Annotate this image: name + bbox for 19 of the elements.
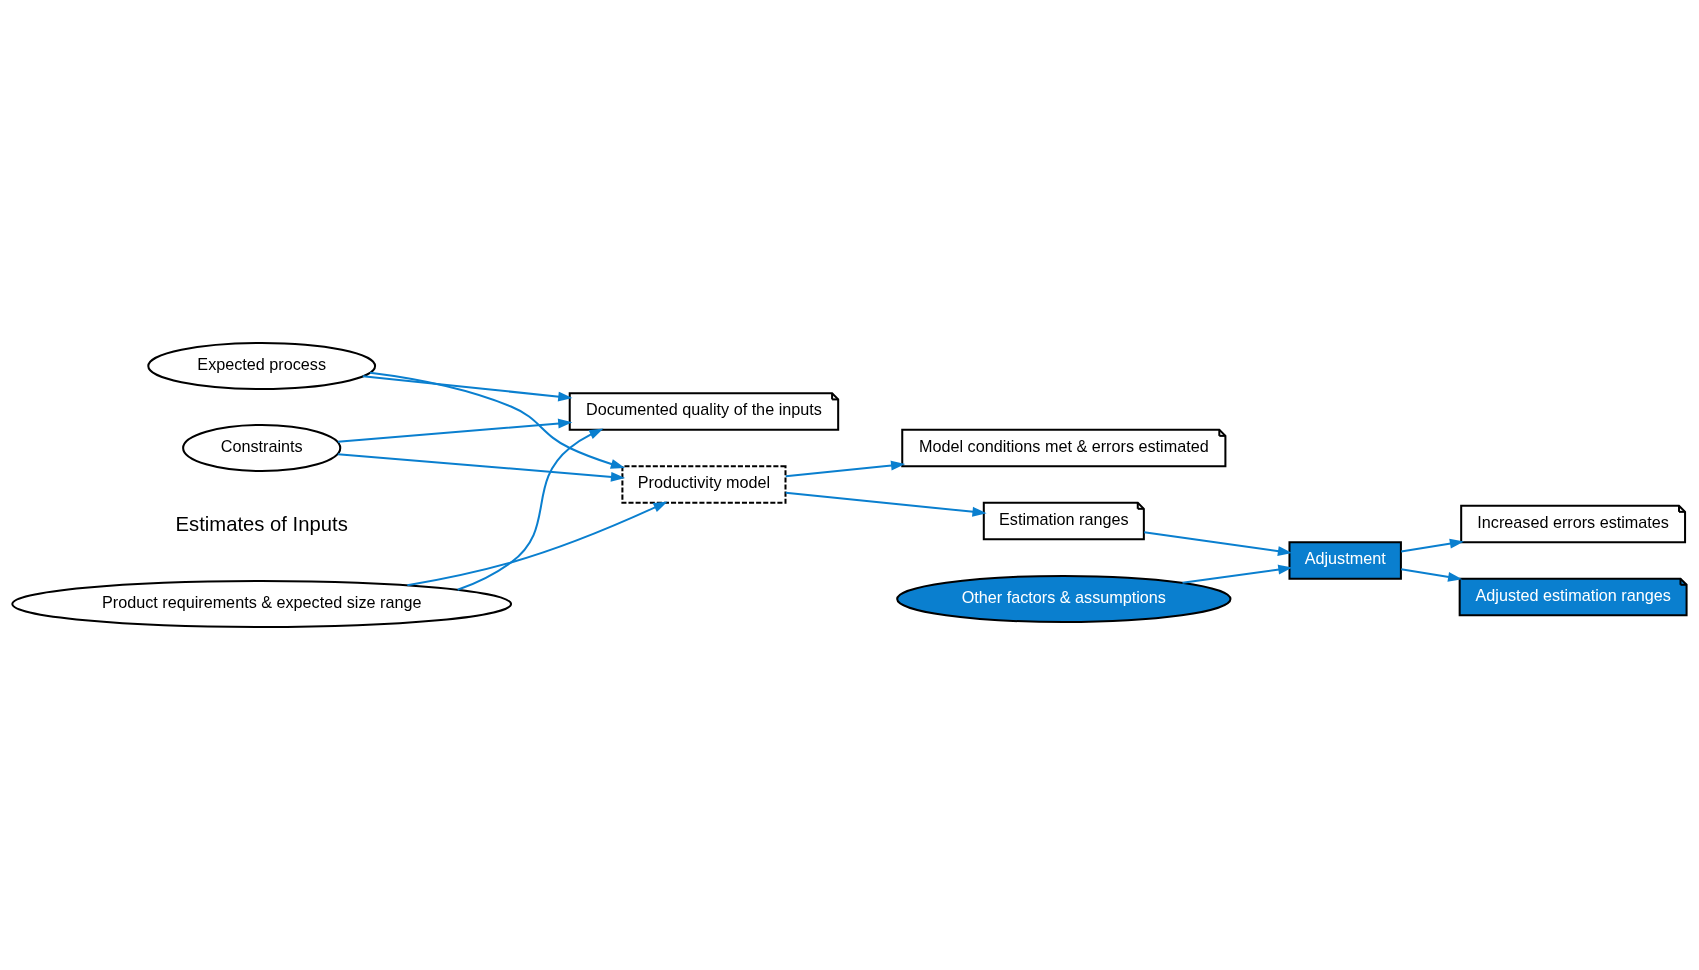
node-ellipse: Constraints [182,423,342,473]
arrow [785,491,987,517]
arrow [362,375,573,402]
node-ellipse: Other factors & assumptions [896,574,1232,624]
arrow [337,418,573,443]
node-ellipse: Product requirements & expected size range [11,579,513,629]
arrow [785,460,906,478]
label: Estimates of Inputs [175,513,348,536]
arrow [457,428,604,591]
arrow [1401,538,1465,553]
node-ellipse: Expected process [147,341,377,391]
node-box: Productivity model [621,465,787,504]
arrow [369,371,625,469]
arrow [1144,531,1293,557]
arrow [337,453,626,482]
arrow [407,501,668,587]
arrow [1182,564,1293,584]
node-box: Adjustment [1288,541,1402,580]
arrow [1401,568,1463,582]
